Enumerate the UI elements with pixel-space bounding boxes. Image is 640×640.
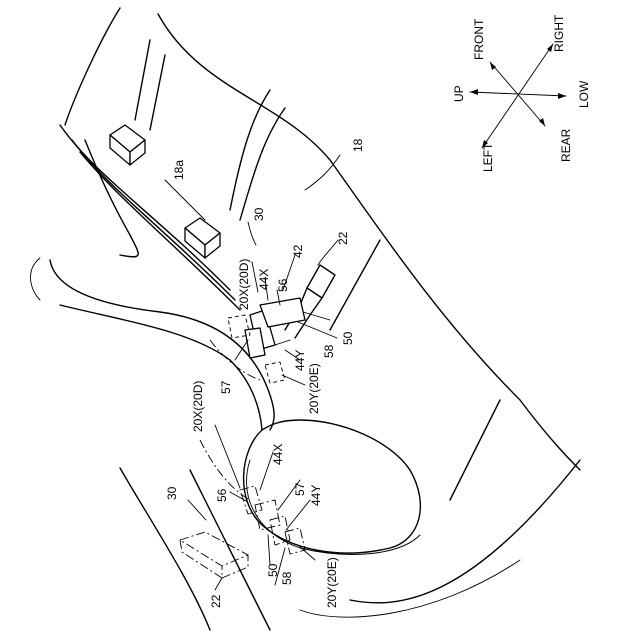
compass-low-label: LOW [577,80,591,108]
label-22-top: 22 [336,231,350,245]
label-30-bottom: 30 [165,486,179,500]
label-56-top: 56 [276,278,290,292]
label-58-bottom: 58 [280,571,294,585]
compass-left-label: LEFT [481,142,495,172]
label-18a: 18a [172,160,186,180]
label-44y-top: 44Y [293,350,307,371]
label-20x-bottom: 20X(20D) [191,381,205,432]
reference-labels: 18 18a 30 22 42 20X(20D) 44X 56 50 58 44… [165,138,365,608]
label-22-bottom: 22 [209,594,223,608]
compass-front-label: FRONT [472,18,486,60]
compass-rear-label: REAR [559,128,573,162]
label-57-top: 57 [219,380,233,394]
label-44x-bottom: 44X [271,444,285,465]
label-57-bottom: 57 [293,482,307,496]
label-20x-top: 20X(20D) [237,259,251,310]
label-18: 18 [351,138,365,152]
label-42: 42 [291,244,305,258]
label-30-top: 30 [252,207,266,221]
label-44x-top: 44X [257,269,271,290]
compass-right-label: RIGHT [552,14,566,52]
label-44y-bottom: 44Y [309,485,323,506]
sensor-assembly-lower [180,440,305,578]
label-56-bottom: 56 [215,488,229,502]
label-58-top: 58 [322,344,336,358]
compass-up-label: UP [452,85,466,102]
direction-compass: FRONT RIGHT UP LOW LEFT REAR [452,14,591,172]
label-20y-bottom: 20Y(20E) [325,557,339,608]
label-50-top: 50 [341,331,355,345]
bracket-block-upper [110,125,145,165]
label-50-bottom: 50 [266,563,280,577]
label-20y-top: 20Y(20E) [307,363,321,414]
